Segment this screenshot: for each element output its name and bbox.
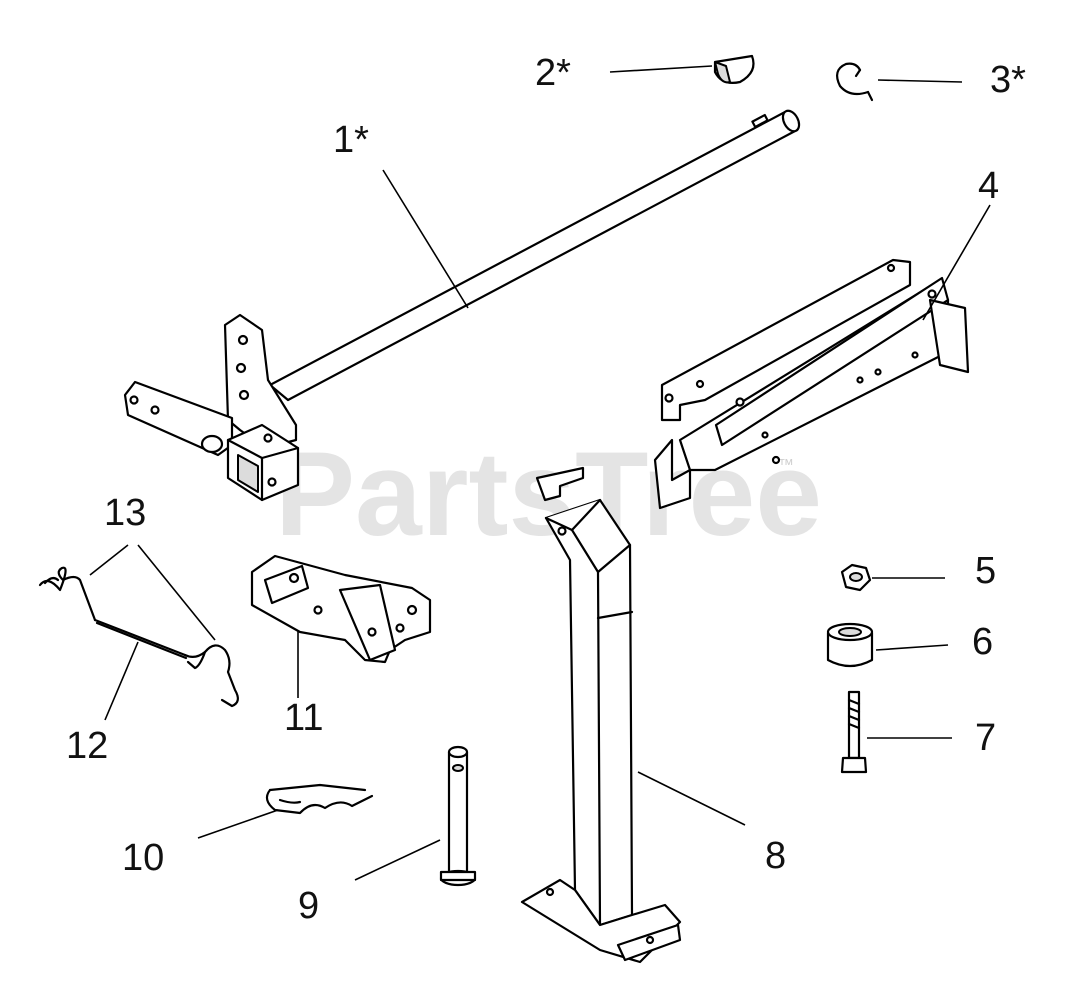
watermark-trademark: ™ — [778, 457, 794, 474]
part-6-spacer[interactable] — [826, 622, 874, 668]
callout-2: 2* — [535, 52, 571, 94]
leader-lines — [89, 65, 991, 881]
callout-9: 9 — [298, 885, 319, 927]
callout-5: 5 — [975, 550, 996, 592]
callout-7: 7 — [975, 717, 996, 759]
callout-4: 4 — [978, 165, 999, 207]
part-5-nut[interactable] — [840, 563, 872, 592]
callout-3: 3* — [990, 59, 1026, 101]
callout-1: 1* — [333, 119, 369, 161]
part-4-channel-bracket[interactable] — [653, 258, 970, 510]
callout-12: 12 — [66, 725, 108, 767]
callout-13: 13 — [104, 492, 146, 534]
callout-10: 10 — [122, 837, 164, 879]
part-11-hinge-bracket[interactable] — [250, 554, 432, 664]
callout-6: 6 — [972, 621, 993, 663]
part-10-hairpin-clip[interactable] — [265, 783, 374, 815]
part-1-shaft-assembly[interactable] — [123, 108, 802, 502]
part-12-13-spring-with-hooks[interactable] — [38, 566, 239, 708]
part-7-bolt[interactable] — [840, 690, 868, 774]
part-3-retaining-ring[interactable] — [835, 62, 874, 102]
part-2-key[interactable] — [713, 54, 755, 84]
callout-labels: 1* 2* 3* 4 5 6 7 8 9 10 11 12 13 — [66, 52, 1026, 927]
callout-11: 11 — [284, 697, 323, 739]
callout-8: 8 — [765, 835, 786, 877]
part-9-clevis-pin[interactable] — [439, 745, 477, 887]
part-8-stand-leg[interactable] — [520, 466, 682, 964]
